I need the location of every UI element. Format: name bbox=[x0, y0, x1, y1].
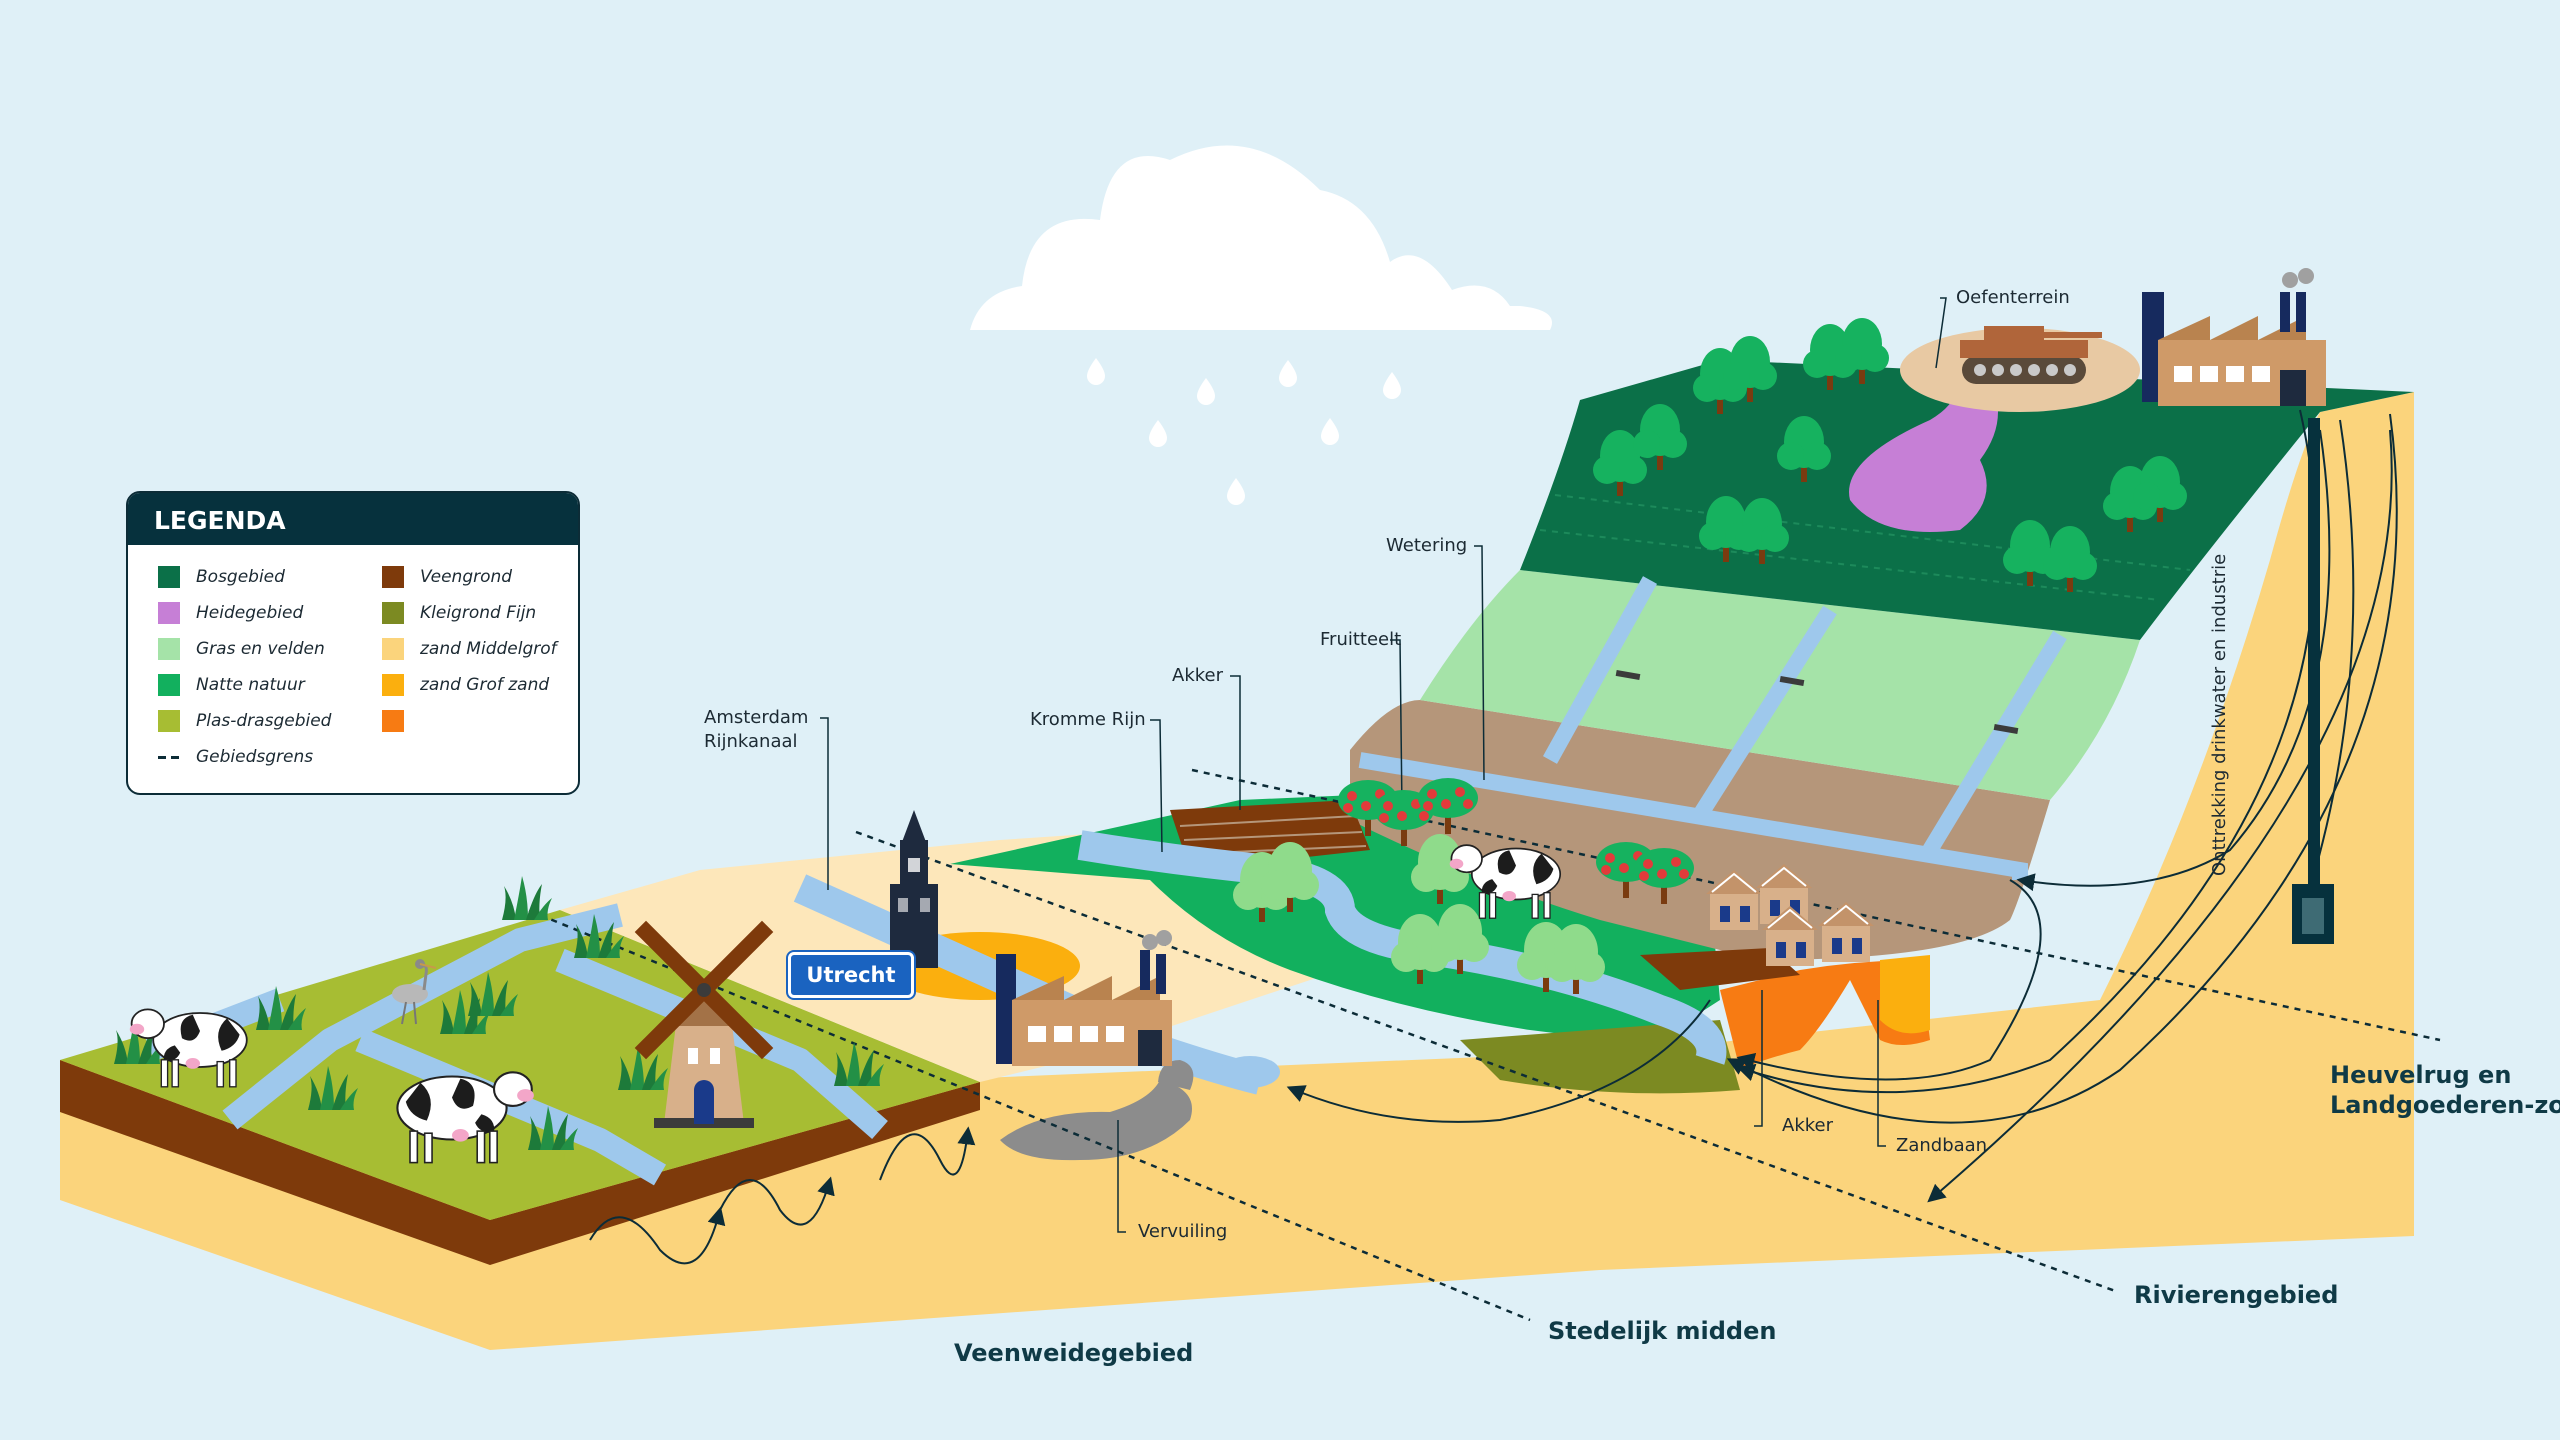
clay-layer bbox=[1460, 1020, 1740, 1094]
legend-swatch bbox=[158, 674, 180, 696]
legend-item-plas-dras: Plas-drasgebied bbox=[158, 703, 382, 739]
legend-item-bosgebied: Bosgebied bbox=[158, 559, 382, 595]
legend-swatch bbox=[382, 602, 404, 624]
label-vervuiling: Vervuiling bbox=[1138, 1221, 1228, 1242]
label-fruitteelt: Fruitteelt bbox=[1320, 629, 1402, 650]
city-sign-utrecht: Utrecht bbox=[788, 952, 914, 998]
heron-icon bbox=[392, 959, 437, 1025]
callout-leaders bbox=[820, 297, 1947, 1233]
legend-grid: Bosgebied Heidegebied Gras en velden Nat… bbox=[128, 545, 578, 775]
legend-item-kleigrond: Kleigrond Fijn bbox=[382, 595, 578, 631]
church-tower-icon bbox=[890, 810, 938, 968]
legend-dash-icon bbox=[158, 746, 180, 768]
label-zandbaan: Zandbaan bbox=[1896, 1135, 1988, 1156]
peat-layer bbox=[60, 1060, 980, 1265]
legend-item-natte-natuur: Natte natuur bbox=[158, 667, 382, 703]
label-onttrekking: Onttrekking drinkwater en industrie bbox=[2209, 553, 2230, 876]
legend-item-orange bbox=[382, 703, 578, 739]
label-kromme-rijn: Kromme Rijn bbox=[1030, 709, 1146, 730]
legend-swatch bbox=[382, 674, 404, 696]
zone-rivierengebied: Rivierengebied bbox=[2134, 1281, 2339, 1309]
zone-heuvelrug-line1: Heuvelrug en bbox=[2330, 1061, 2512, 1089]
kromme-rijn bbox=[1077, 830, 1727, 1065]
pollution-blob bbox=[1000, 1080, 1192, 1161]
raindrop-icon bbox=[1087, 358, 1401, 505]
legend-swatch bbox=[382, 638, 404, 660]
legend-item-gras: Gras en velden bbox=[158, 631, 382, 667]
label-oefenterrein: Oefenterrein bbox=[1956, 287, 2070, 308]
zandbaan bbox=[1720, 960, 1930, 1070]
label-akker-bottom: Akker bbox=[1782, 1115, 1833, 1136]
legend-item-gebiedsgrens: Gebiedsgrens bbox=[158, 739, 382, 775]
zone-veenweidegebied: Veenweidegebied bbox=[954, 1339, 1194, 1367]
legend-swatch bbox=[158, 710, 180, 732]
factory-icon bbox=[996, 930, 1172, 1066]
legend-swatch bbox=[382, 710, 404, 732]
legend-item-veengrond: Veengrond bbox=[382, 559, 578, 595]
legend-swatch bbox=[382, 566, 404, 588]
legend-title: LEGENDA bbox=[128, 493, 578, 545]
label-akker-top: Akker bbox=[1172, 665, 1223, 686]
zone-stedelijk-midden: Stedelijk midden bbox=[1548, 1317, 1777, 1345]
akker-field bbox=[1350, 700, 2050, 960]
legend-item-zand-middelgrof: zand Middelgrof bbox=[382, 631, 578, 667]
factory-icon bbox=[2142, 268, 2326, 406]
legend-swatch bbox=[158, 638, 180, 660]
legend: LEGENDA Bosgebied Heidegebied Gras en ve… bbox=[126, 491, 580, 795]
plas-dras-area bbox=[60, 910, 980, 1220]
well-icon bbox=[2292, 418, 2334, 944]
label-rijnkanaal: Rijnkanaal bbox=[704, 731, 798, 752]
cloud-icon bbox=[970, 145, 1552, 330]
legend-item-zand-grof: zand Grof zand bbox=[382, 667, 578, 703]
windmill-icon bbox=[634, 920, 774, 1128]
zone-heuvelrug-line2: Landgoederen-zone bbox=[2330, 1091, 2560, 1119]
tank-icon bbox=[1960, 326, 2102, 384]
legend-swatch bbox=[158, 602, 180, 624]
label-wetering: Wetering bbox=[1386, 535, 1468, 556]
legend-item-heidegebied: Heidegebied bbox=[158, 595, 382, 631]
label-amsterdam: Amsterdam bbox=[704, 707, 809, 728]
legend-swatch bbox=[158, 566, 180, 588]
